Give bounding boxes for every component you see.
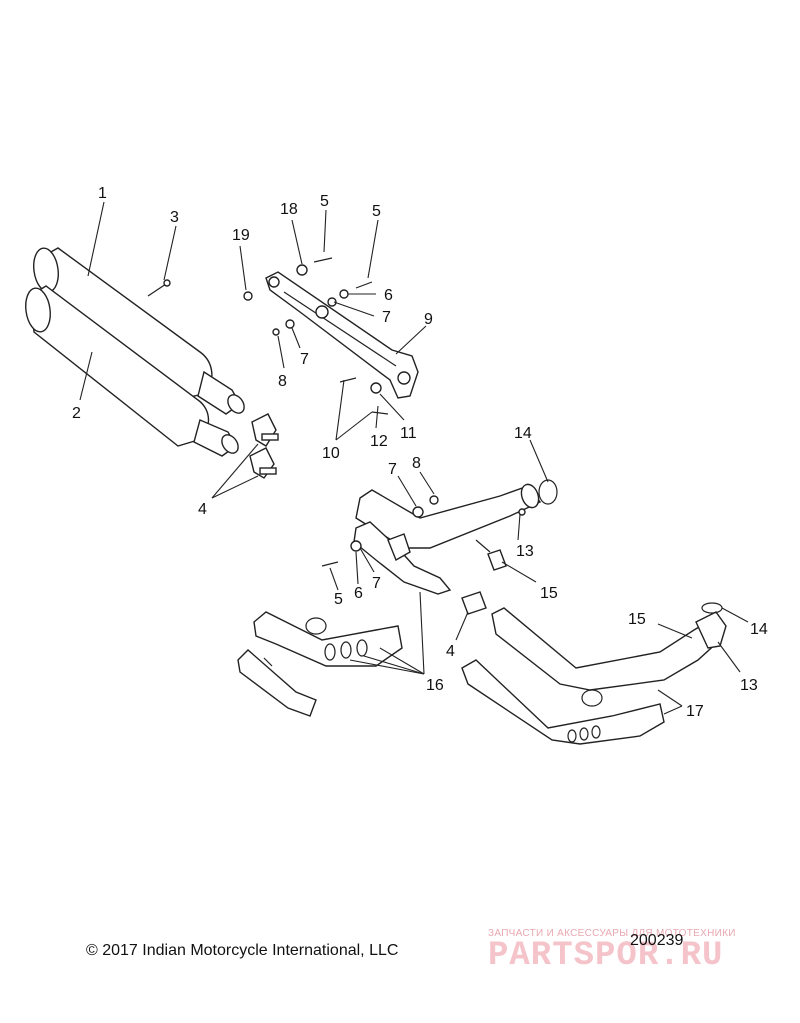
callout-8-b: 8 — [412, 455, 421, 472]
callout-13-a: 13 — [516, 543, 534, 560]
callout-4-b: 4 — [446, 643, 455, 660]
callout-7-b: 7 — [300, 351, 309, 368]
callout-9: 9 — [424, 311, 433, 328]
callout-6-a: 6 — [384, 287, 393, 304]
callout-15-b: 15 — [628, 611, 646, 628]
callout-5-b: 5 — [372, 203, 381, 220]
muffler-lower — [25, 285, 239, 457]
mounting-bracket — [265, 271, 419, 399]
callout-11: 11 — [400, 425, 417, 442]
callout-14-b: 14 — [750, 621, 768, 638]
muffler-upper — [33, 247, 245, 415]
clamp-lower — [249, 447, 277, 479]
callout-14-a: 14 — [514, 425, 532, 442]
callout-2: 2 — [72, 405, 81, 422]
callout-labels: 1 3 2 18 5 5 19 6 7 9 7 8 10 12 11 4 14 … — [72, 185, 768, 720]
callout-15-a: 15 — [540, 585, 558, 602]
callout-7-c: 7 — [388, 461, 397, 478]
muffler-screw — [147, 279, 171, 297]
header-pipe-middle — [353, 521, 452, 595]
drawing-number: 200239 — [630, 932, 684, 949]
callout-16: 16 — [426, 677, 444, 694]
callout-10: 10 — [322, 445, 340, 462]
callout-17: 17 — [686, 703, 704, 720]
copyright-notice: © 2017 Indian Motorcycle International, … — [86, 942, 399, 959]
callout-7-a: 7 — [382, 309, 391, 326]
callout-1: 1 — [98, 185, 107, 202]
watermark-brand: PARTSPOR.RU — [488, 937, 724, 975]
callout-5-c: 5 — [334, 591, 343, 608]
callout-7-d: 7 — [372, 575, 381, 592]
bracket-hardware — [243, 257, 389, 415]
leader-lines — [79, 201, 749, 715]
callout-13-b: 13 — [740, 677, 758, 694]
rear-pipe-assembly — [461, 602, 727, 745]
callout-3: 3 — [170, 209, 179, 226]
callout-8-a: 8 — [278, 373, 287, 390]
watermark: ЗАПЧАСТИ И АКСЕССУАРЫ ДЛЯ МОТОТЕХНИКИ PA… — [488, 928, 788, 975]
callout-5-a: 5 — [320, 193, 329, 210]
callout-18: 18 — [280, 201, 298, 218]
watermark-tagline: ЗАПЧАСТИ И АКСЕССУАРЫ ДЛЯ МОТОТЕХНИКИ — [488, 928, 736, 939]
callout-6-b: 6 — [354, 585, 363, 602]
callout-19: 19 — [232, 227, 250, 244]
clamp-upper — [251, 413, 279, 447]
front-pipe-assembly — [237, 611, 403, 717]
callout-4-a: 4 — [198, 501, 207, 518]
callout-12: 12 — [370, 433, 388, 450]
header-small-parts — [321, 508, 526, 615]
